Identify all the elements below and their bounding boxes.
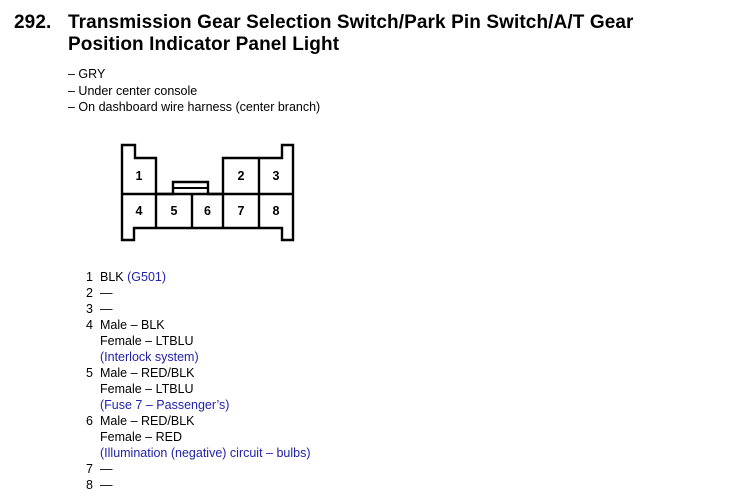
cavity-label-3: 3	[273, 169, 280, 183]
pin-description: (Fuse 7 – Passenger’s)	[100, 397, 229, 413]
pin-number	[80, 381, 93, 397]
heading-item-number: 292.	[14, 12, 52, 33]
pin-number: 7	[86, 462, 93, 476]
pin-description: BLK (G501)	[100, 269, 166, 285]
pin-description: Female – RED	[100, 429, 182, 445]
pin-description-text: —	[100, 462, 113, 476]
pin-description: Male – RED/BLK	[100, 365, 194, 381]
heading-title: Transmission Gear Selection Switch/Park …	[68, 12, 634, 56]
pin-number: 2	[86, 286, 93, 300]
notes-list: – GRY – Under center console – On dashbo…	[68, 66, 320, 116]
cavity-label-6: 6	[204, 204, 211, 218]
pin-row: (Interlock system)	[80, 349, 311, 365]
pin-row: 7—	[80, 461, 311, 477]
pin-description-text: —	[100, 286, 113, 300]
cavity-label-4: 4	[136, 204, 143, 218]
connector-outline	[120, 143, 295, 242]
heading-title-line-1: Transmission Gear Selection Switch/Park …	[68, 12, 634, 33]
pin-number	[80, 445, 93, 461]
pin-description: (Illumination (negative) circuit – bulbs…	[100, 445, 311, 461]
pin-row: Female – LTBLU	[80, 333, 311, 349]
connector-diagram: 1 2 3 4 5 6 7 8	[115, 138, 305, 248]
pin-number: 1	[86, 270, 93, 284]
pin-description-text: —	[100, 478, 113, 492]
pin-description: —	[100, 477, 113, 493]
pin-number: 4	[86, 318, 93, 332]
pin-description-text: Female – LTBLU	[100, 382, 194, 396]
pin-description-text: Female – LTBLU	[100, 334, 194, 348]
pin-row: 3—	[80, 301, 311, 317]
pin-number	[80, 397, 93, 413]
pin-number	[80, 333, 93, 349]
connector-diagram-svg: 1 2 3 4 5 6 7 8	[120, 143, 295, 242]
note-wire-color: – GRY	[68, 67, 106, 81]
pin-number: 8	[86, 478, 93, 492]
pin-row: 1 BLK (G501)	[80, 269, 311, 285]
pin-description-circuit-ref: (Interlock system)	[100, 350, 199, 364]
pin-row: (Fuse 7 – Passenger’s)	[80, 397, 311, 413]
pin-description: Female – LTBLU	[100, 381, 194, 397]
pin-number: 3	[86, 302, 93, 316]
pin-number: 6	[86, 414, 93, 428]
pin-number	[80, 429, 93, 445]
pin-description: —	[100, 301, 113, 317]
pin-description-text: —	[100, 302, 113, 316]
cavity-label-5: 5	[171, 204, 178, 218]
cavity-label-7: 7	[238, 204, 245, 218]
pin-description-text: Male – BLK	[100, 318, 165, 332]
note-location: – Under center console	[68, 83, 198, 98]
pin-description-text: BLK	[100, 270, 128, 284]
pin-description: Male – BLK	[100, 317, 165, 333]
pin-row: (Illumination (negative) circuit – bulbs…	[80, 445, 311, 461]
pin-description-circuit-ref: (Fuse 7 – Passenger’s)	[100, 398, 230, 412]
heading-title-line-2: Position Indicator Panel Light	[68, 34, 340, 55]
pin-description-text: Male – RED/BLK	[100, 414, 195, 428]
pin-row: 2—	[80, 285, 311, 301]
pin-description-text: Female – RED	[100, 430, 182, 444]
pin-number	[80, 349, 93, 365]
pin-row: 6 Male – RED/BLK	[80, 413, 311, 429]
cavity-label-1: 1	[136, 169, 143, 183]
pin-description: —	[100, 285, 113, 301]
pin-description: (Interlock system)	[100, 349, 199, 365]
pin-description: Female – LTBLU	[100, 333, 194, 349]
pin-description-text: Male – RED/BLK	[100, 366, 195, 380]
pin-description-circuit-ref: (G501)	[127, 270, 167, 284]
pin-number: 5	[86, 366, 93, 380]
cavity-label-8: 8	[273, 204, 280, 218]
pin-row: 8—	[80, 477, 311, 493]
pin-description-circuit-ref: (Illumination (negative) circuit – bulbs…	[100, 446, 311, 460]
pin-description: Male – RED/BLK	[100, 413, 194, 429]
pin-row: 5 Male – RED/BLK	[80, 365, 311, 381]
pin-row: 4 Male – BLK	[80, 317, 311, 333]
pin-row: Female – LTBLU	[80, 381, 311, 397]
note-harness: – On dashboard wire harness (center bran…	[68, 100, 321, 114]
page-heading: 292. Transmission Gear Selection Switch/…	[14, 12, 634, 56]
pin-description: —	[100, 461, 113, 477]
pin-row: Female – RED	[80, 429, 311, 445]
cavity-label-2: 2	[238, 169, 245, 183]
